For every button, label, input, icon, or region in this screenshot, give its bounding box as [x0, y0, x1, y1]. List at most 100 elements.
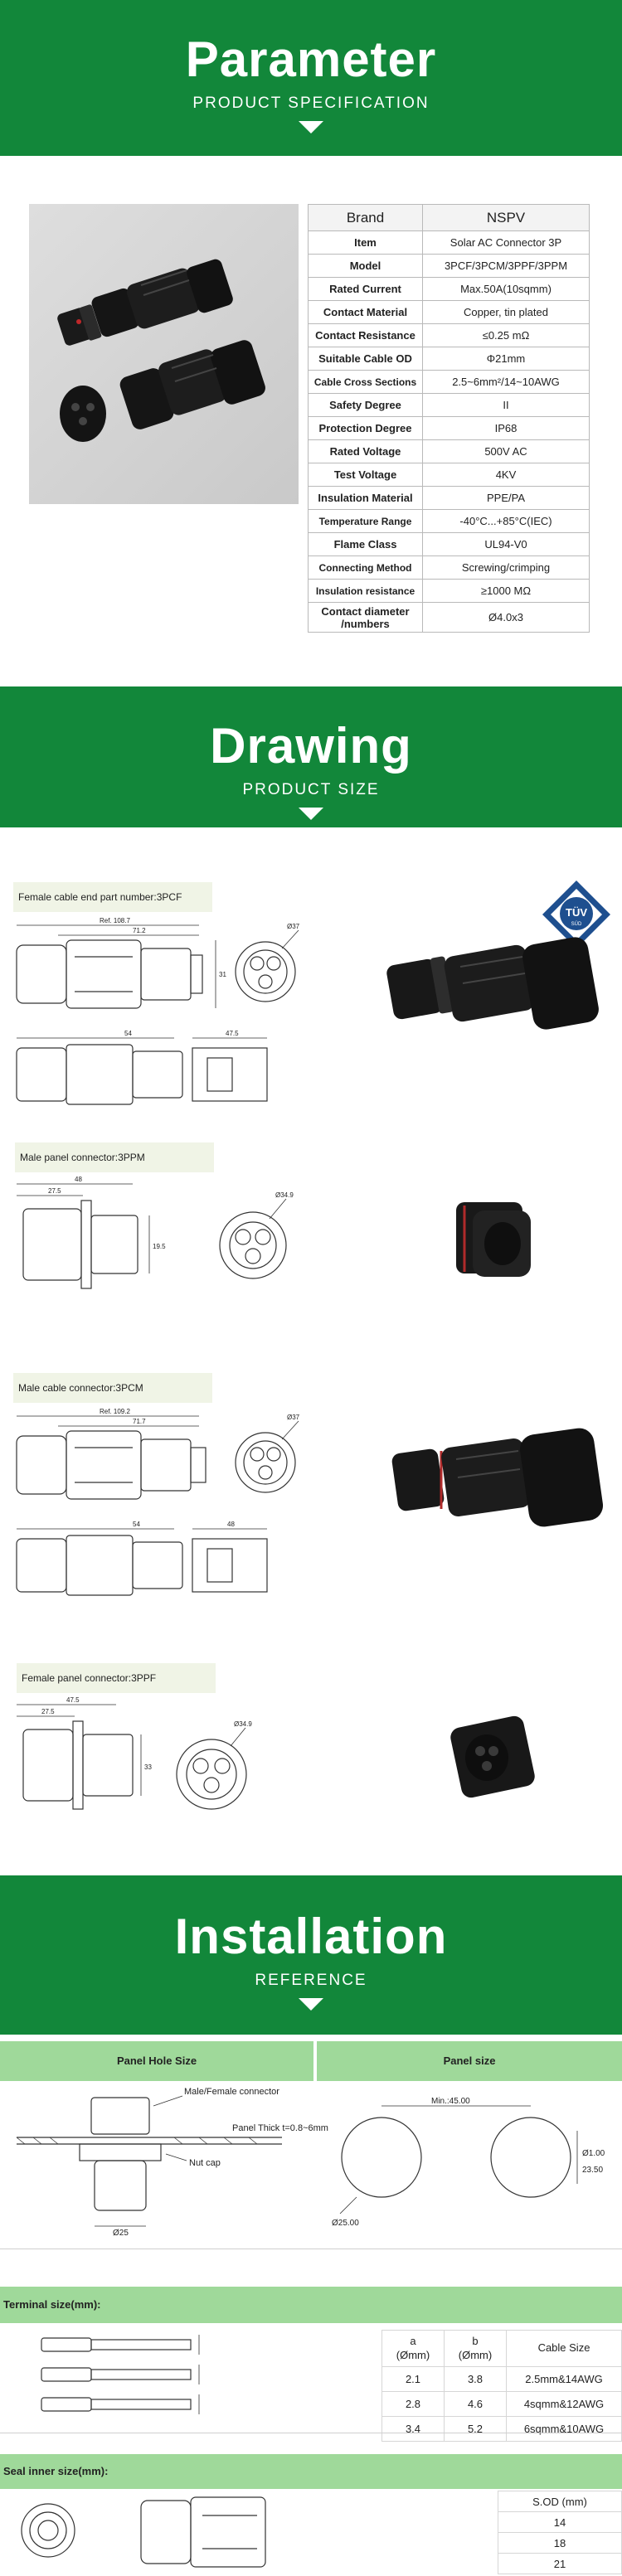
table-row: Insulation resistance≥1000 MΩ — [308, 579, 590, 603]
panel-size-drawing: Min.:45.00 Ø1.00 23.50 Ø25.00 — [323, 2089, 622, 2239]
product-photo — [29, 204, 299, 504]
section-title: Drawing — [210, 718, 412, 774]
terminal-size-title: Terminal size(mm): — [0, 2287, 622, 2323]
spec-value: -40°C...+85°C(IEC) — [422, 509, 590, 533]
section-title: Installation — [174, 1909, 448, 1964]
panel-hole-size-header: Panel Hole Size — [0, 2041, 313, 2081]
callout-text: Panel Thick t=0.8~6mm — [232, 2123, 328, 2133]
dim-text: 27.5 — [48, 1187, 61, 1195]
table-row: Temperature Range-40°C...+85°C(IEC) — [308, 509, 590, 533]
spec-value: ≤0.25 mΩ — [422, 323, 590, 347]
drawing-label-3pcf: Female cable end part number:3PCF — [13, 882, 212, 912]
spec-key: Contact diameter /numbers — [308, 602, 423, 633]
spec-value: 4KV — [422, 463, 590, 487]
table-cell: 2.8 — [381, 2391, 445, 2417]
dim-text: 71.7 — [133, 1418, 146, 1425]
spec-value: IP68 — [422, 416, 590, 440]
spec-header-key: Brand — [308, 204, 423, 231]
spec-value: 3PCF/3PCM/3PPF/3PPM — [422, 254, 590, 278]
table-cell: 6sqmm&10AWG — [506, 2416, 622, 2442]
spec-key: Contact Resistance — [308, 323, 423, 347]
dim-text: 31 — [219, 971, 226, 978]
dim-text: Ø34.9 — [275, 1191, 294, 1199]
dim-text: Ø34.9 — [234, 1720, 252, 1728]
spec-value: Copper, tin plated — [422, 300, 590, 324]
spec-key: Flame Class — [308, 532, 423, 556]
spec-value: Max.50A(10sqmm) — [422, 277, 590, 301]
spec-key: Rated Voltage — [308, 439, 423, 463]
panel-size-header: Panel size — [317, 2041, 622, 2081]
dim-text: Ø25.00 — [332, 2219, 359, 2228]
spec-key: Contact Material — [308, 300, 423, 324]
term-head-a: a (Ømm) — [381, 2330, 445, 2367]
spec-key: Connecting Method — [308, 555, 423, 580]
dim-text: 33 — [144, 1763, 152, 1771]
down-arrow-icon — [299, 808, 323, 820]
dim-text: Min.:45.00 — [431, 2097, 470, 2106]
spec-value: UL94-V0 — [422, 532, 590, 556]
section-subtitle: PRODUCT SPECIFICATION — [192, 95, 430, 112]
table-cell: 21 — [498, 2553, 622, 2574]
tuv-certification-badge: TÜV SÜD — [541, 879, 612, 950]
down-arrow-icon — [299, 1998, 323, 2011]
technical-drawing-3pcm: Ref. 109.2 71.7 Ø37 54 48 — [8, 1406, 307, 1605]
dim-text: 48 — [227, 1521, 235, 1528]
dim-text: 47.5 — [66, 1696, 80, 1704]
section-subtitle: PRODUCT SIZE — [242, 781, 380, 798]
spec-key: Suitable Cable OD — [308, 347, 423, 371]
table-cell: 4.6 — [444, 2391, 507, 2417]
callout-text: Male/Female connector — [184, 2087, 279, 2097]
tuv-text: TÜV — [566, 906, 587, 919]
table-cell: 3.4 — [381, 2416, 445, 2442]
spec-key: Model — [308, 254, 423, 278]
drawing-label-3ppm: Male panel connector:3PPM — [15, 1142, 214, 1172]
dim-text: Ø1.00 — [582, 2149, 605, 2158]
seal-inner-size-title: Seal inner size(mm): — [0, 2454, 622, 2489]
tuv-sub: SÜD — [571, 921, 582, 927]
connector-photo-3ppf — [435, 1700, 560, 1816]
dim-text: Ø37 — [287, 1414, 300, 1421]
dim-text: Ø25 — [113, 2229, 129, 2238]
connector-pair-top — [57, 259, 233, 346]
dim-text: 47.5 — [226, 1030, 239, 1037]
table-row: 18 — [498, 2532, 622, 2554]
technical-drawing-3pcf: Ref. 108.7 71.2 31 Ø37 54 47.5 — [8, 915, 307, 1114]
parameter-banner: Parameter PRODUCT SPECIFICATION — [0, 0, 622, 156]
term-head-cable: Cable Size — [506, 2330, 622, 2367]
technical-drawing-3ppm: 48 27.5 19.5 Ø34.9 — [17, 1176, 299, 1317]
table-cell: 4sqmm&12AWG — [506, 2391, 622, 2417]
term-head-b: b (Ømm) — [444, 2330, 507, 2367]
connector-pair-bottom — [60, 340, 265, 442]
table-cell: 5.2 — [444, 2416, 507, 2442]
dim-text: 27.5 — [41, 1708, 55, 1715]
panel-hole-drawing: Male/Female connector Panel Thick t=0.8~… — [8, 2081, 328, 2239]
spec-key: Test Voltage — [308, 463, 423, 487]
table-cell: 14 — [498, 2511, 622, 2533]
spec-header-row: Brand NSPV — [308, 204, 590, 231]
table-cell: 18 — [498, 2532, 622, 2554]
spec-key: Safety Degree — [308, 393, 423, 417]
spec-key: Insulation Material — [308, 486, 423, 510]
spec-header-value: NSPV — [422, 204, 590, 231]
table-header-row: a (Ømm) b (Ømm) Cable Size — [381, 2330, 622, 2367]
drawing-banner: Drawing PRODUCT SIZE — [0, 686, 622, 827]
drawing-label-3pcm: Male cable connector:3PCM — [13, 1373, 212, 1403]
seal-size-table: S.OD (mm) 14 18 21 — [498, 2491, 622, 2574]
section-title: Parameter — [185, 32, 437, 87]
spec-key: Rated Current — [308, 277, 423, 301]
table-row: Contact Resistance≤0.25 mΩ — [308, 323, 590, 347]
